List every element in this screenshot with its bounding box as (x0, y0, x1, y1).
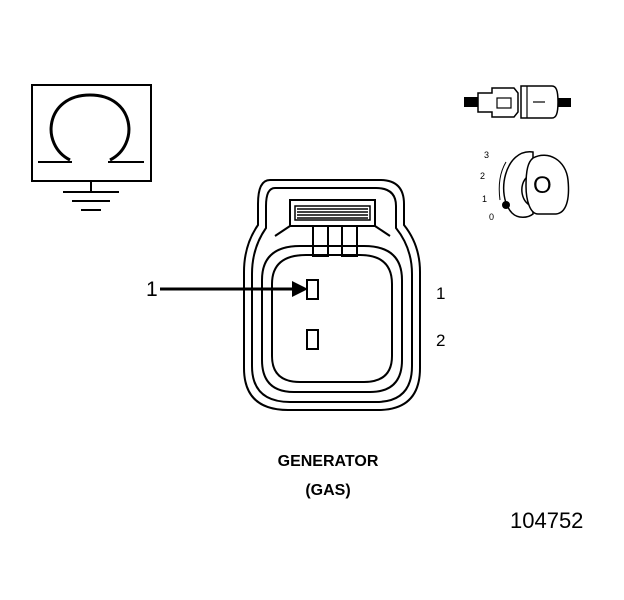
figure-number: 104752 (510, 508, 584, 533)
connector-key-letter: O (533, 172, 552, 199)
end-view-position-1: 1 (482, 194, 488, 204)
end-view-position-3: 3 (484, 150, 490, 160)
caption-subtitle: (GAS) (305, 482, 351, 499)
pin-2-cavity (306, 329, 319, 350)
end-view-position-2: 2 (480, 171, 486, 181)
end-view-position-0: 0 (489, 212, 495, 222)
pin-label-1: 1 (436, 284, 446, 303)
callout-label: 1 (146, 278, 158, 301)
caption-title: GENERATOR (277, 453, 379, 470)
pin-label-2: 2 (436, 331, 446, 350)
